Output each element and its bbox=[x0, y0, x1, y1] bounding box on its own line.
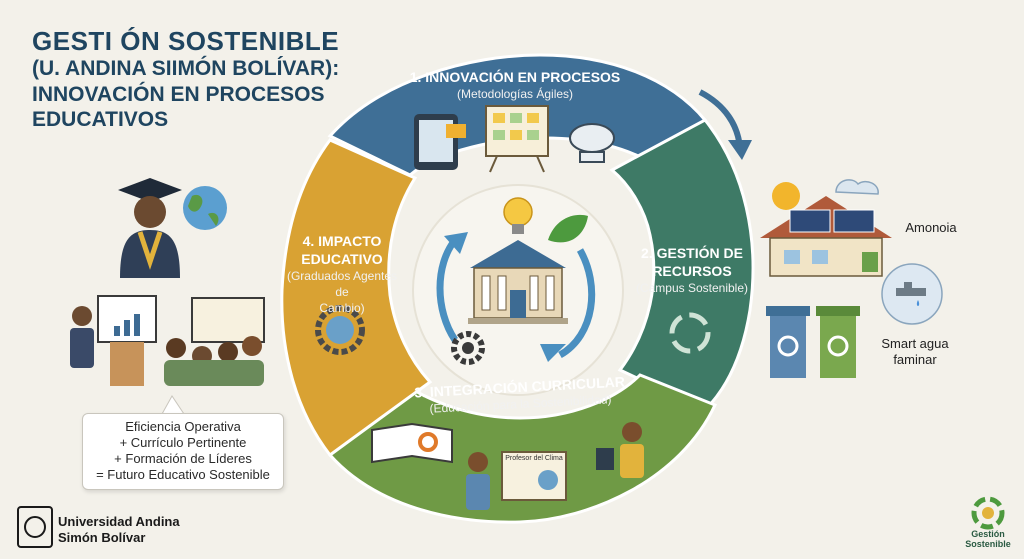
segment-2-subtitle: (Campus Sostenible) bbox=[635, 281, 749, 295]
globe-icon bbox=[183, 186, 227, 230]
amonoia-label: Amonoia bbox=[905, 220, 957, 235]
segment-4-subtitle-line-1: (Graduados Agentes de bbox=[286, 269, 398, 299]
callout-line-4: = Futuro Educativo Sostenible bbox=[96, 467, 270, 482]
globe-gear-icon bbox=[315, 305, 365, 355]
sdg-book-icon bbox=[371, 422, 453, 464]
graduate-illustration bbox=[118, 178, 182, 278]
board-label: Profesor del Clima bbox=[505, 455, 563, 462]
presenter-illustration bbox=[70, 295, 157, 386]
gear-icon bbox=[451, 331, 485, 365]
cycle-arrowhead-icon bbox=[444, 232, 468, 254]
solar-house-icon bbox=[760, 196, 892, 277]
segment-1-subtitle: (Metodologías Ágiles) bbox=[456, 87, 574, 101]
segment-4-subtitle-line-2: Cambio) bbox=[319, 301, 365, 315]
cycle-arrow-left-icon bbox=[436, 237, 458, 342]
logo-text-line-1: Gestión bbox=[971, 529, 1005, 539]
segment-2-title-line-1: 2. GESTIÓN DE bbox=[641, 245, 743, 261]
title-line-4: EDUCATIVOS bbox=[32, 108, 169, 131]
smart-water-line-2: faminar bbox=[893, 352, 937, 367]
tablet-icon bbox=[414, 114, 466, 170]
segment-4-label: 4. IMPACTO EDUCATIVO (Graduados Agentes … bbox=[282, 232, 402, 316]
title-line-3: INNOVACIÓN EN PROCESOS bbox=[32, 83, 325, 106]
university-crest-icon bbox=[17, 506, 53, 548]
title-line-1: GESTI ÓN SOSTENIBLE bbox=[32, 26, 340, 56]
cycle-arrowhead-icon-2 bbox=[540, 344, 566, 362]
callout-line-2: + Currículo Pertinente bbox=[119, 435, 247, 450]
smart-water-label: Smart agua faminar bbox=[870, 336, 960, 368]
recycle-icon bbox=[669, 312, 711, 354]
logo-text: Gestión Sostenible bbox=[958, 529, 1018, 549]
sun-icon bbox=[772, 182, 800, 210]
callout-pointer bbox=[161, 395, 185, 415]
segment-4-title-line-1: 4. IMPACTO bbox=[302, 233, 382, 249]
arrowhead-icon bbox=[728, 140, 752, 160]
smart-water-line-1: Smart agua bbox=[881, 336, 949, 351]
callout-line-3: + Formación de Líderes bbox=[114, 451, 252, 466]
student-tablet-illustration bbox=[596, 422, 644, 478]
cycle-arrow-right-icon bbox=[558, 248, 596, 359]
summary-callout: Eficiencia Operativa + Currículo Pertine… bbox=[82, 413, 284, 490]
workshop-illustration bbox=[164, 297, 265, 386]
segment-impacto bbox=[280, 138, 433, 458]
university-name-line-2: Simón Bolívar bbox=[58, 530, 146, 545]
university-name: Universidad Andina Simón Bolívar bbox=[58, 514, 180, 546]
teacher-illustration bbox=[466, 451, 567, 510]
recycle-bin-blue-icon bbox=[766, 306, 810, 378]
cloud-icon bbox=[835, 179, 879, 195]
segment-2-title-line-2: RECURSOS bbox=[652, 263, 732, 279]
water-tap-icon bbox=[881, 263, 943, 325]
segment-1-title: 1. INNOVACIÓN EN PROCESOS bbox=[409, 69, 621, 85]
gestion-sostenible-logo bbox=[971, 496, 1005, 530]
segment-2-label: 2. GESTIÓN DE RECURSOS (Campus Sostenibl… bbox=[632, 244, 752, 296]
segment-1-label: 1. INNOVACIÓN EN PROCESOS (Metodologías … bbox=[390, 68, 640, 102]
callout-line-1: Eficiencia Operativa bbox=[125, 419, 241, 434]
page-title: GESTI ÓN SOSTENIBLE (U. ANDINA SIIMÓN BO… bbox=[32, 26, 362, 132]
university-building-icon bbox=[468, 240, 568, 324]
cloud-computing-icon bbox=[569, 123, 615, 163]
title-line-2: (U. ANDINA SIIMÓN BOLÍVAR): bbox=[32, 57, 340, 80]
segment-4-title-line-2: EDUCATIVO bbox=[301, 251, 383, 267]
recycle-bin-green-icon bbox=[816, 306, 860, 378]
leaf-icon bbox=[548, 214, 588, 243]
agile-board-icon bbox=[485, 105, 549, 173]
university-name-line-1: Universidad Andina bbox=[58, 514, 180, 529]
lightbulb-icon bbox=[503, 197, 533, 234]
segment-integracion bbox=[328, 367, 718, 524]
logo-text-line-2: Sostenible bbox=[965, 539, 1011, 549]
